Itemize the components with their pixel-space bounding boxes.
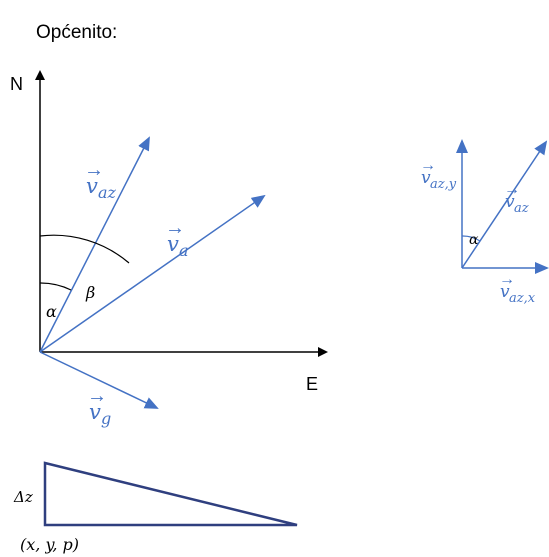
vector-arrow-accent-icon: →	[165, 217, 185, 239]
component-vector-az-y-label: → v az,y	[420, 157, 457, 192]
component-vector-az-label: → v az	[504, 181, 529, 216]
component-vector-az-x-label: → v az,x	[499, 271, 536, 306]
vector-arrow-accent-icon: →	[84, 159, 104, 181]
svg-text:az,x: az,x	[509, 291, 536, 306]
svg-text:v: v	[500, 282, 510, 302]
vector-arrow-accent-icon: →	[499, 271, 515, 288]
vector-g-arrow	[39, 351, 159, 409]
vector-a-label: → v a	[165, 217, 189, 260]
vector-arrow-accent-icon: →	[420, 157, 436, 174]
vector-az-arrow	[39, 136, 150, 353]
component-angle-alpha-label: α	[469, 232, 479, 248]
vector-arrow-accent-icon: →	[87, 385, 107, 407]
angle-beta-arc	[39, 234, 130, 264]
east-label: E	[306, 374, 318, 394]
svg-text:az: az	[98, 183, 117, 202]
component-angle-arc	[461, 235, 481, 242]
vector-arrow-accent-icon: →	[504, 181, 520, 198]
slope-triangle	[43, 461, 298, 527]
svg-text:v: v	[421, 168, 431, 188]
svg-text:v: v	[505, 192, 515, 212]
svg-text:g: g	[101, 409, 111, 428]
height-label: Δz	[13, 488, 33, 506]
svg-text:az: az	[514, 201, 529, 216]
vector-a-arrow	[39, 194, 266, 353]
vector-g-label: → v g	[87, 385, 111, 428]
svg-text:v: v	[89, 400, 101, 424]
svg-text:az,y: az,y	[430, 177, 457, 192]
svg-text:v: v	[86, 174, 98, 198]
heading: Općenito:	[36, 22, 117, 43]
point-label: (x, y, p)	[20, 535, 79, 554]
vector-az-label: → v az	[84, 159, 117, 202]
angle-alpha-arc	[39, 282, 72, 291]
component-vector-az-arrow	[461, 140, 548, 269]
svg-text:v: v	[167, 232, 179, 256]
north-label: N	[10, 74, 23, 94]
angle-beta-label: β	[85, 283, 95, 302]
svg-text:a: a	[179, 241, 189, 260]
angle-alpha-label: α	[46, 302, 57, 321]
